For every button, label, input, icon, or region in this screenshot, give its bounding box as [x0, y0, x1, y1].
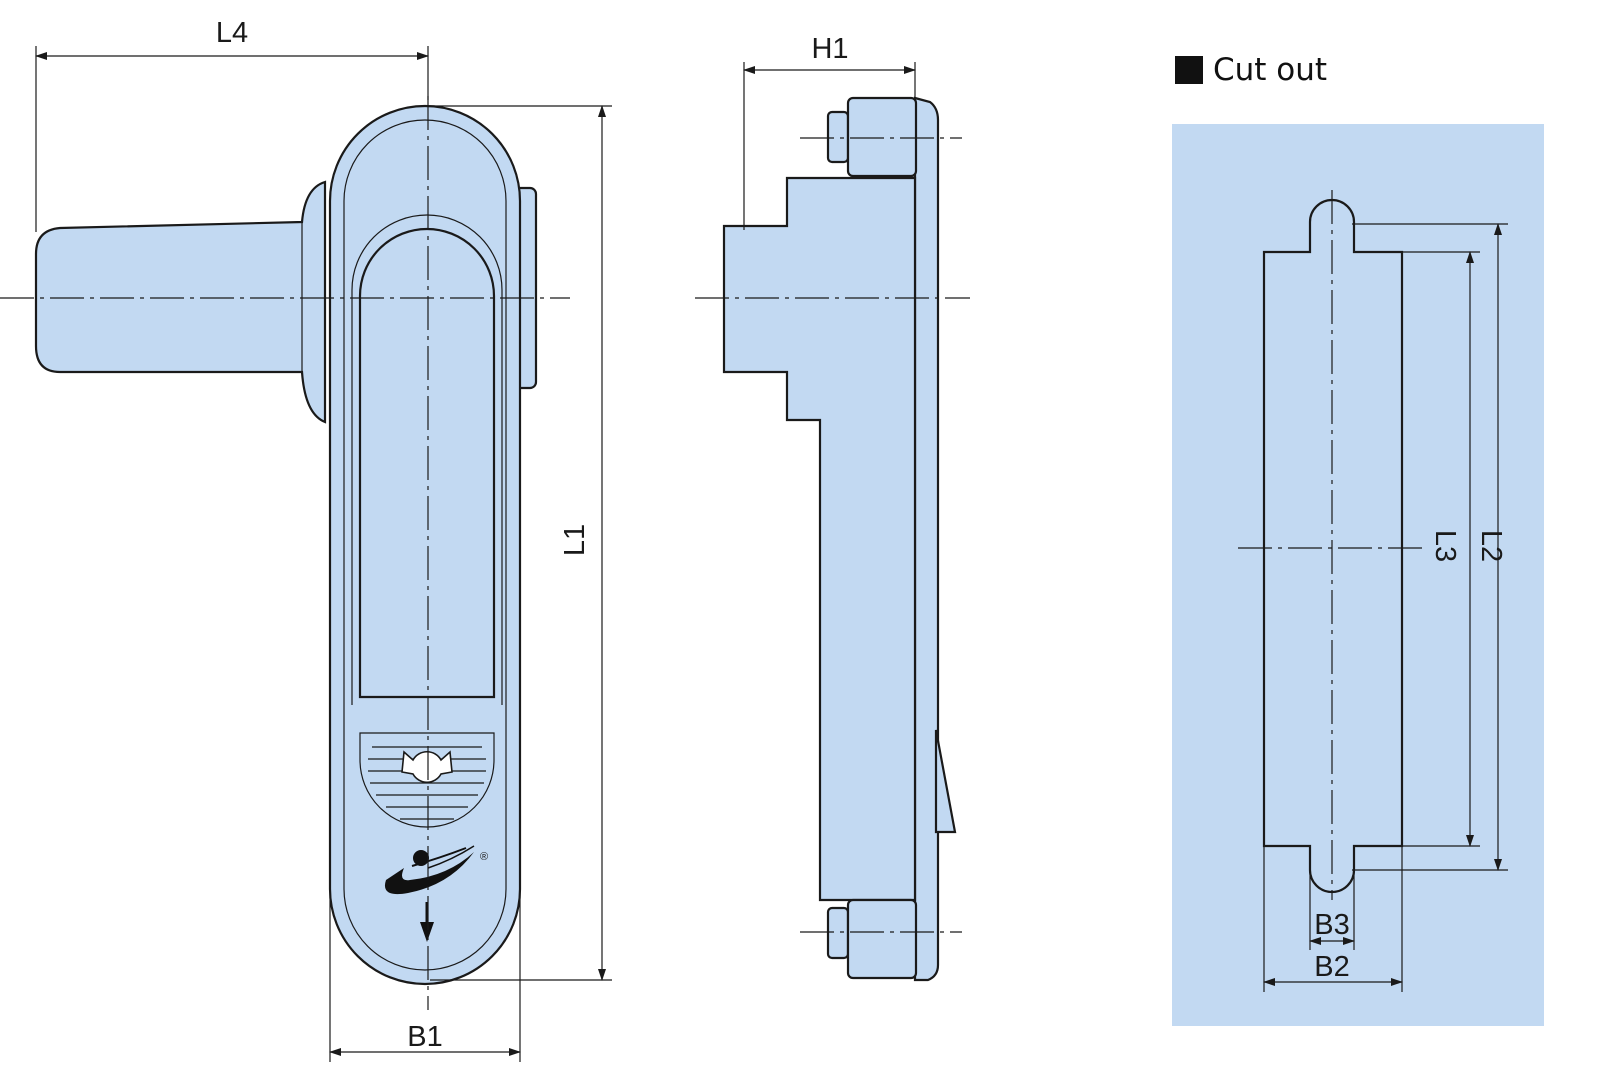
cutout-panel [1172, 124, 1544, 1026]
grip-panel [358, 227, 496, 699]
dimension-b3: B3 [1314, 909, 1349, 941]
dimension-l1: L1 [559, 524, 591, 556]
side-body [722, 176, 917, 902]
side-view: H1 [695, 33, 970, 982]
registered-mark: ® [480, 851, 488, 863]
dimension-l3: L3 [1429, 530, 1461, 562]
front-view: ® L4 L1 B1 [0, 17, 612, 1062]
swoosh-logo-icon [384, 845, 475, 895]
dimension-l4: L4 [216, 17, 248, 49]
dimension-l2: L2 [1475, 530, 1507, 562]
mounting-plate [913, 96, 940, 982]
cutout-view: Cut out L2 L3 B3 B2 [1172, 52, 1544, 1026]
legend-marker-icon [1175, 56, 1203, 84]
keyhole-icon [359, 732, 495, 828]
down-arrow-icon [420, 902, 434, 942]
dimension-b1: B1 [407, 1021, 442, 1053]
dimension-h1: H1 [811, 33, 848, 65]
lever-arm [34, 180, 327, 424]
dimension-b2: B2 [1314, 951, 1349, 983]
cutout-legend-label: Cut out [1213, 52, 1327, 88]
grip-recess [351, 214, 503, 705]
